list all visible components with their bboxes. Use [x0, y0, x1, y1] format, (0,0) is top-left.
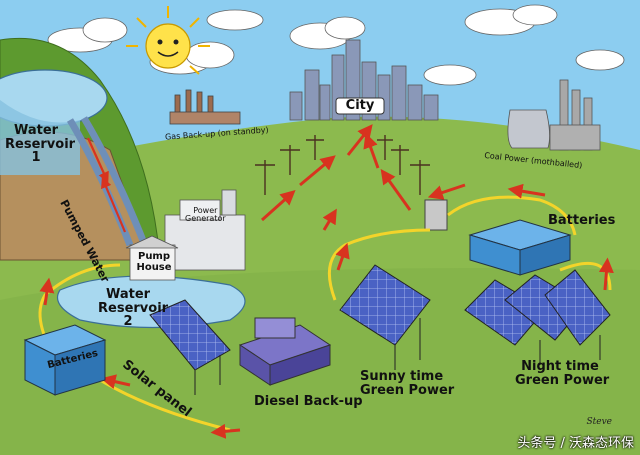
label-batteries-right: Batteries: [548, 213, 616, 228]
label-water-reservoir-2: Water Reservoir 2: [98, 287, 169, 330]
battery-bank-right: [468, 219, 572, 276]
label-sunny-time: Sunny time Green Power: [360, 369, 455, 398]
label-power-generator: Power Generator: [185, 206, 226, 224]
flow-arrows: [39, 124, 614, 439]
label-city: City: [345, 98, 375, 113]
label-night-time: Night time Green Power: [515, 359, 610, 388]
label-diesel-backup: Diesel Back-up: [254, 394, 363, 409]
pump-house: [125, 235, 179, 281]
solar-panel-sunny: [339, 264, 431, 370]
coal-plant: [507, 79, 601, 151]
watermark: 头条号 / 沃森态环保: [517, 436, 634, 451]
power-poles: [255, 135, 430, 195]
power-generator: [164, 189, 246, 271]
artist-signature: Steve: [586, 417, 612, 427]
sun-icon: [126, 6, 210, 75]
battery-bank-left: [23, 324, 107, 396]
gas-plant: [169, 89, 241, 125]
label-water-reservoir-1: Water Reservoir 1: [5, 123, 76, 166]
diesel-generator: [238, 317, 332, 386]
label-pump-house: Pump House: [136, 251, 172, 273]
solar-panel-night: [464, 269, 611, 365]
transformer: [424, 199, 448, 231]
solar-panel-left: [149, 299, 231, 395]
